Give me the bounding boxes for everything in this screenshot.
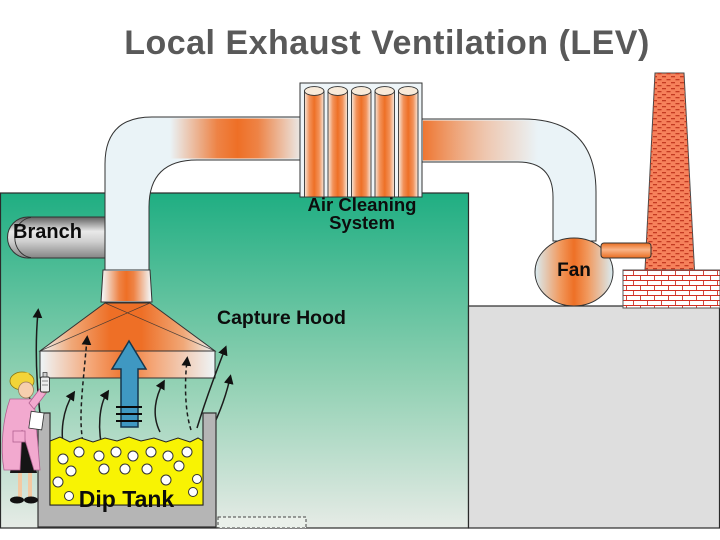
face — [18, 381, 34, 399]
airflow-glow — [170, 118, 305, 159]
sample-bottle — [40, 372, 50, 393]
flow-arrow-dashed — [181, 356, 192, 431]
branch-duct — [7, 216, 109, 259]
fan-outlet-duct — [600, 242, 652, 259]
airflow-glow — [423, 120, 538, 161]
fan-housing — [534, 237, 614, 307]
flow-arrow — [154, 379, 165, 433]
worker-figure — [1, 371, 50, 504]
dip-tank — [37, 412, 217, 528]
slide-title: Local Exhaust Ventilation (LEV) — [124, 24, 650, 62]
air-cleaning-system — [299, 82, 423, 198]
exhaust-stack — [622, 72, 720, 309]
liquid-bubbles — [52, 446, 202, 501]
dashed-outline-box — [217, 516, 307, 529]
duct-hood-to-cleaner — [104, 116, 305, 271]
stack-brick-base — [622, 269, 720, 309]
flow-arrow — [196, 345, 228, 429]
outdoor-platform — [467, 305, 720, 529]
filter-tubes — [304, 86, 419, 198]
contaminant-up-arrow — [110, 339, 148, 428]
duct-cleaner-to-fan — [421, 118, 597, 242]
clipboard — [28, 410, 45, 431]
